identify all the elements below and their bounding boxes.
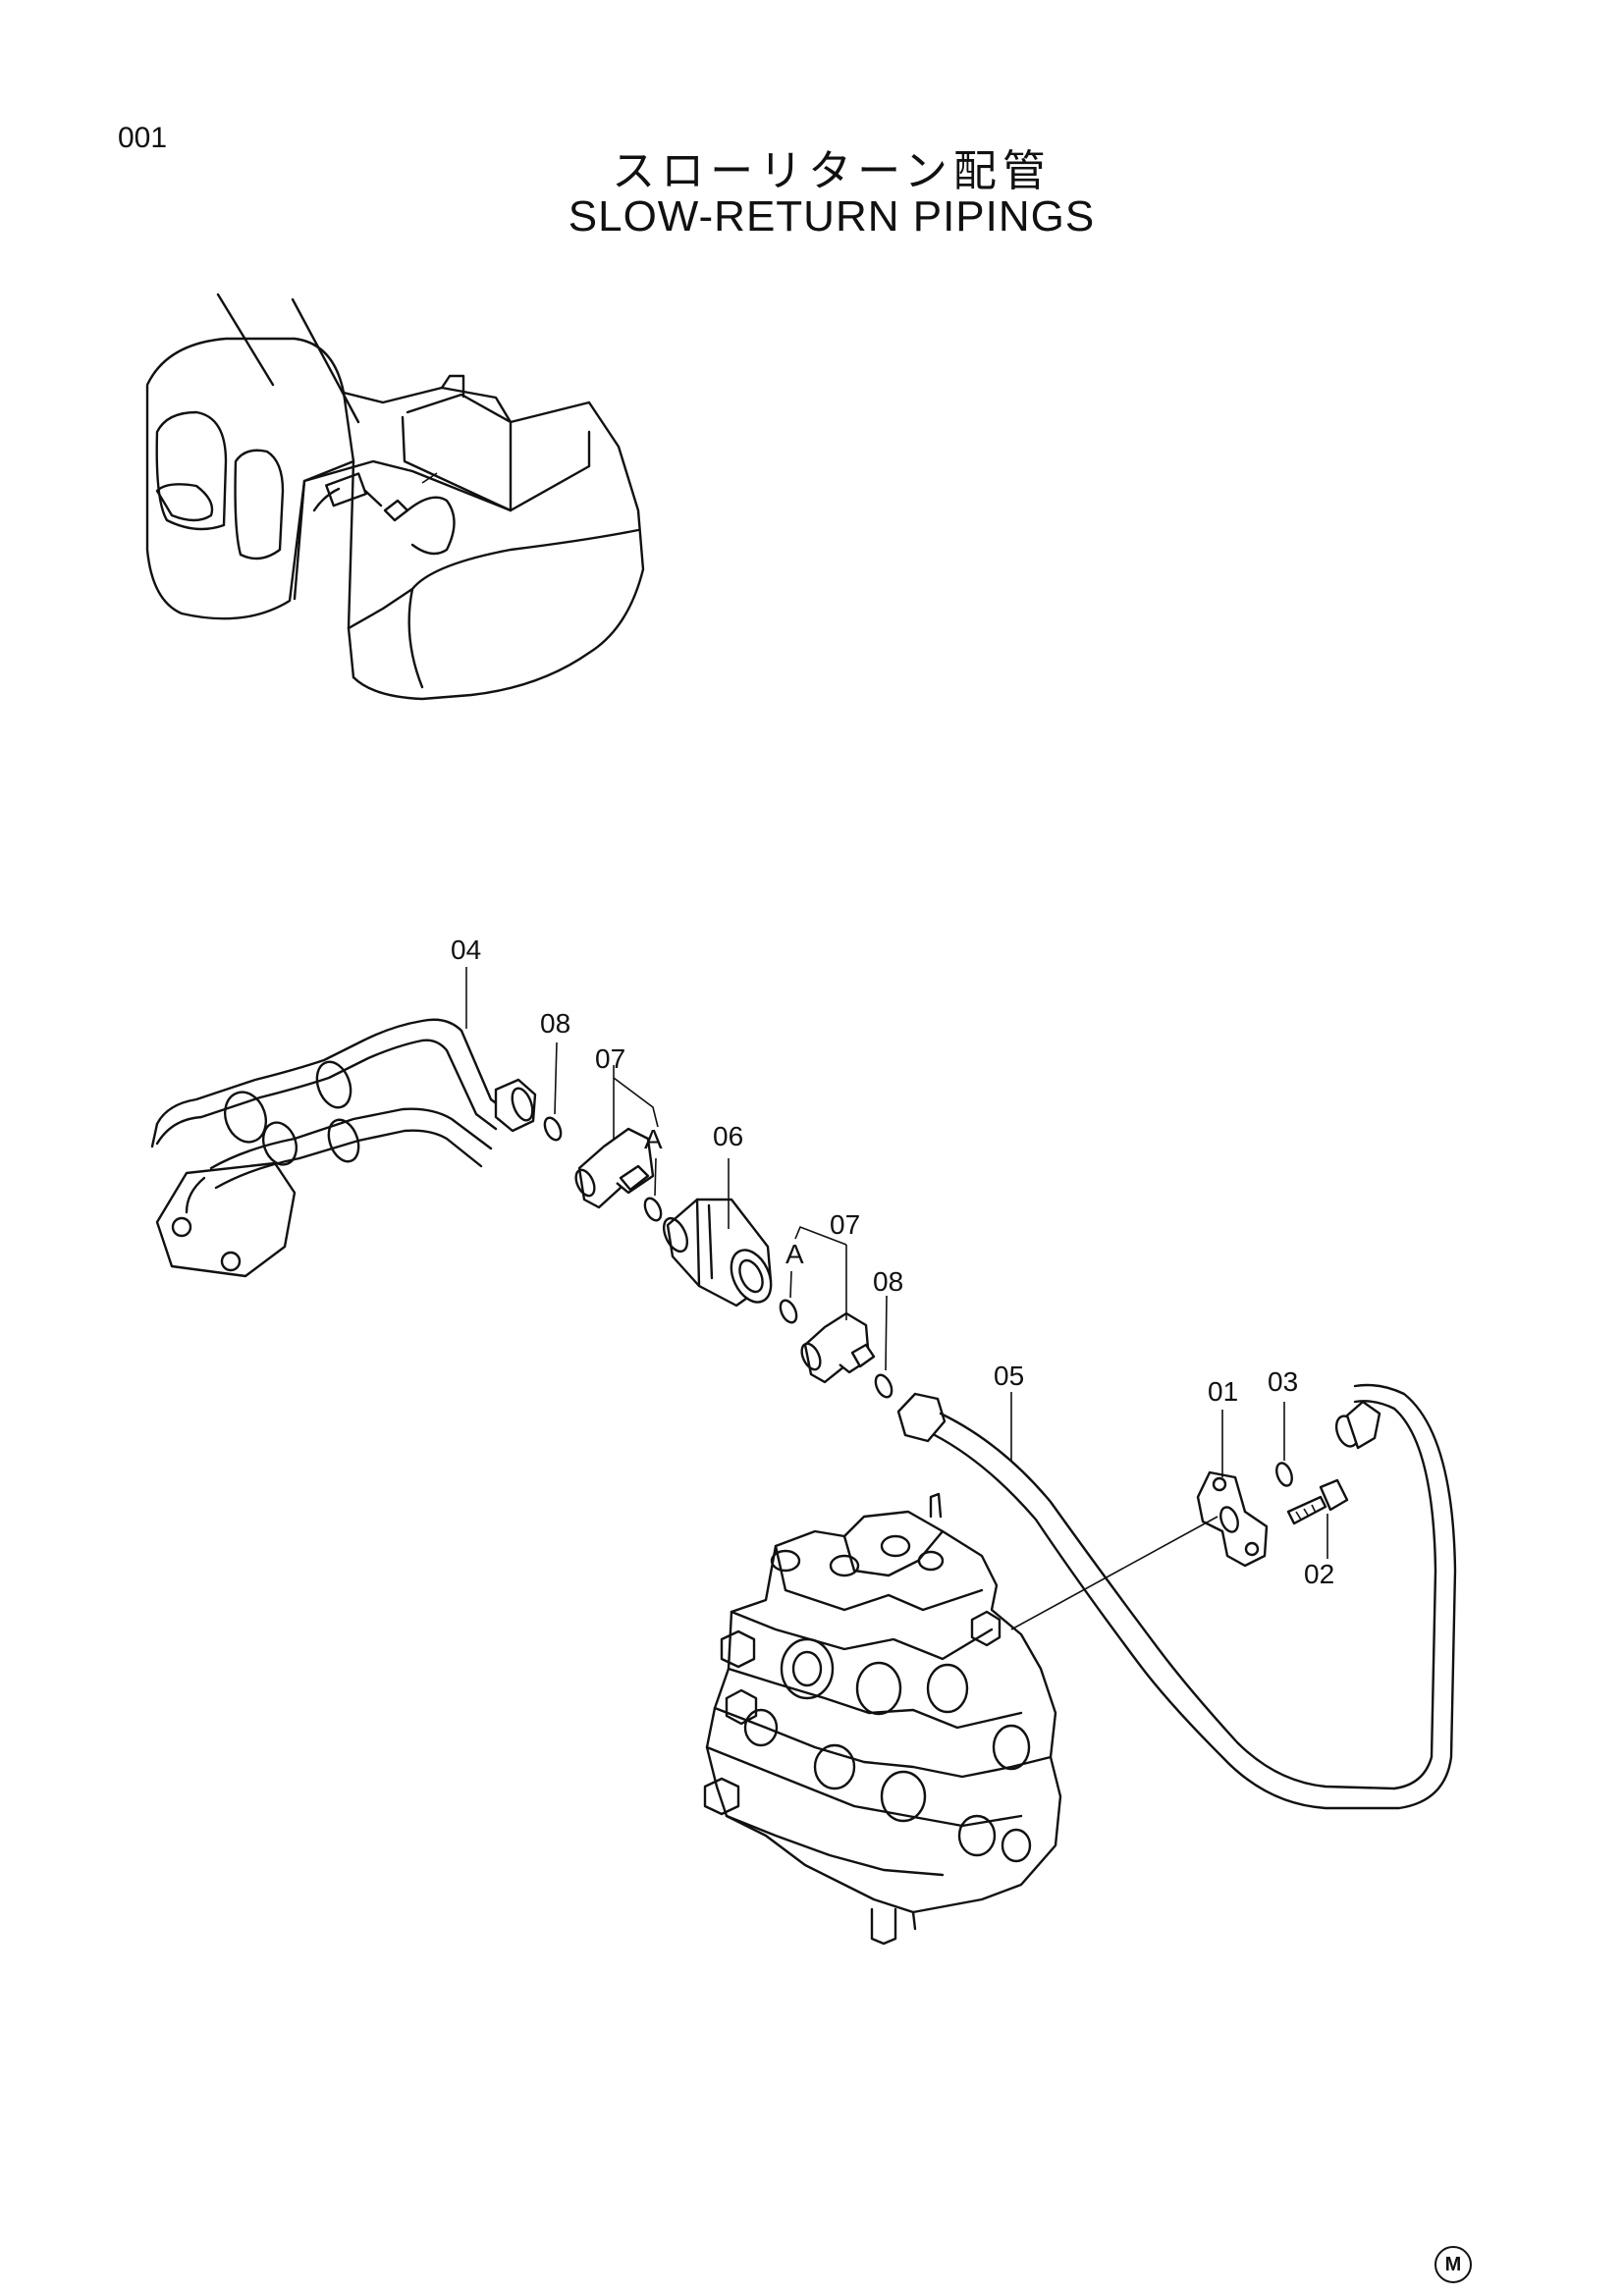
circled-m-mark: M [1435,2246,1472,2283]
adapter-07-mid [800,1311,876,1384]
callout-05: 05 [994,1361,1025,1391]
bolt-02 [1286,1478,1349,1525]
callout-07-mid: 07 [830,1209,861,1240]
page-number: 001 [118,122,168,154]
check-valve-06 [662,1198,773,1308]
o-ring-a-top [643,1197,663,1222]
o-ring-08-mid [874,1373,893,1399]
callout-02: 02 [1304,1559,1335,1589]
o-ring-03 [1275,1462,1293,1487]
pipe-05 [896,1383,1457,1810]
control-valve [703,1492,1062,1946]
adapter-07-top [574,1127,655,1209]
callout-03: 03 [1268,1366,1299,1397]
flange-01 [1196,1470,1269,1568]
callout-a-top: A [644,1124,663,1154]
o-ring-08-top [543,1116,563,1142]
o-ring-a-mid [779,1299,798,1324]
callout-08-top: 08 [540,1008,571,1039]
excavator-overview [145,293,645,701]
title-japanese: スローリターン配管 [612,146,1052,196]
callout-06: 06 [713,1121,744,1151]
callout-08-mid: 08 [873,1266,904,1297]
callout-04: 04 [451,934,482,965]
callout-a-mid: A [785,1239,804,1269]
hose-assembly-04 [150,1018,537,1278]
title-english: SLOW-RETURN PIPINGS [568,192,1096,240]
callout-07-top: 07 [595,1043,626,1074]
callout-01: 01 [1208,1376,1239,1407]
